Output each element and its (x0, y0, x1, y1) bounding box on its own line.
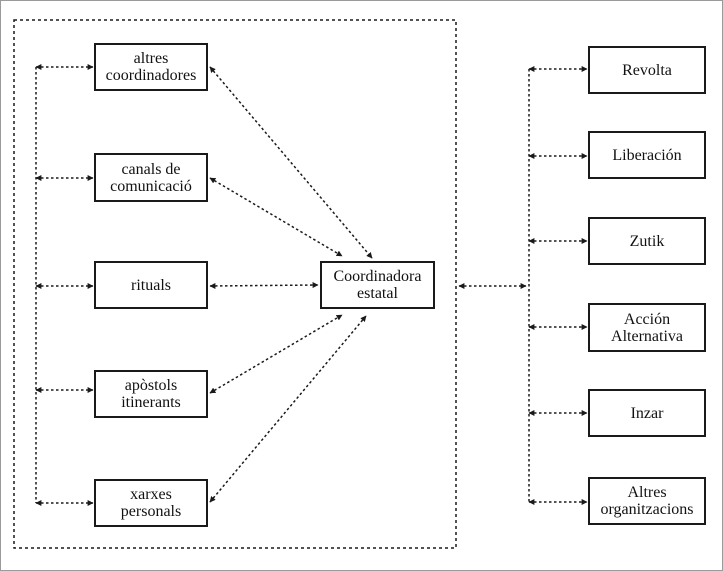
spoke-rituals (209, 282, 319, 289)
node-rituals: rituals (94, 261, 208, 309)
node-apostols-itinerants: apòstols itinerants (94, 370, 208, 418)
spoke-apostols-itinerants (209, 314, 343, 394)
node-altres-coordinadores: altres coordinadores (94, 43, 208, 91)
node-coordinadora-estatal: Coordinadora estatal (320, 261, 435, 309)
node-revolta: Revolta (588, 46, 706, 94)
node-xarxes-personals: xarxes personals (94, 479, 208, 527)
node-zutik: Zutik (588, 217, 706, 265)
spoke-canals-comunicacio (209, 177, 343, 257)
spoke-xarxes-personals (209, 315, 367, 503)
spoke-altres-coordinadores (209, 66, 373, 259)
node-inzar: Inzar (588, 389, 706, 437)
node-liberacion: Liberación (588, 131, 706, 179)
node-altres-organitzacions: Altres organitzacions (588, 477, 706, 525)
node-canals-comunicacio: canals de comunicació (94, 153, 208, 202)
node-accion-alternativa: Acción Alternativa (588, 303, 706, 352)
group-frame (13, 19, 457, 549)
